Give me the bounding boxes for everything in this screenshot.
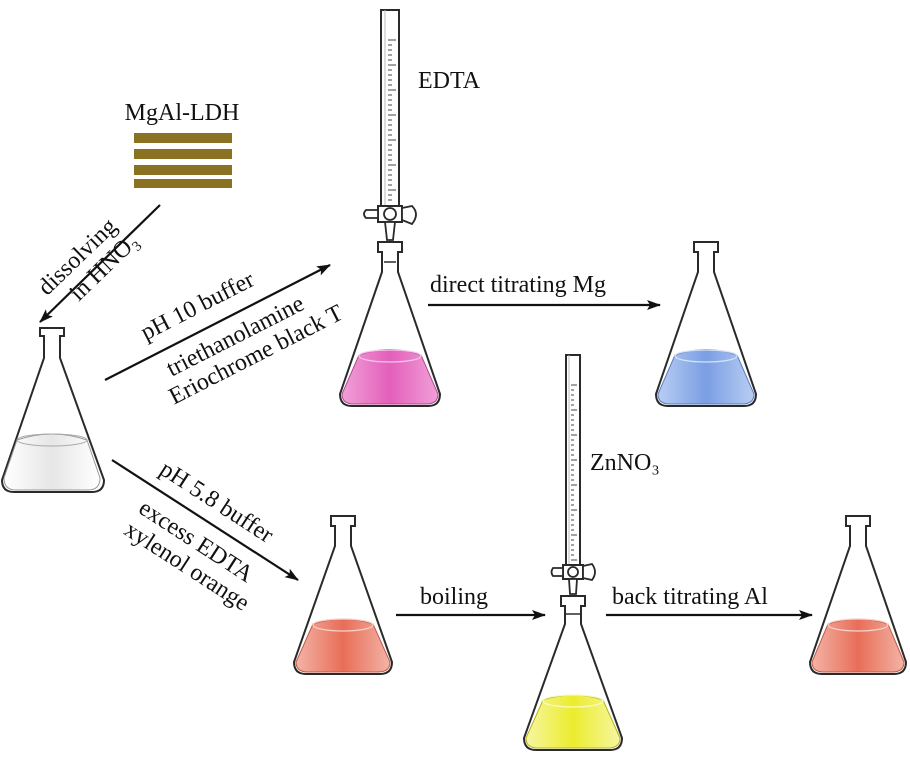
flask-clear-icon <box>0 327 106 493</box>
ldh-layers-icon <box>134 133 232 188</box>
direct-titrating-label: direct titrating Mg <box>430 272 606 298</box>
edta-label: EDTA <box>418 68 481 94</box>
flask-pink-icon <box>338 241 442 407</box>
back-titrating-label: back titrating Al <box>612 584 768 610</box>
boiling-label: boiling <box>420 584 488 610</box>
burette-edta-icon <box>363 9 417 241</box>
ph58-arrow <box>111 459 299 581</box>
flask-orange-icon <box>292 515 394 675</box>
dissolving-arrow <box>39 204 161 323</box>
flask-yellow-icon <box>522 595 624 751</box>
ph10-arrow <box>104 264 331 381</box>
flask-orange-right-icon <box>808 515 908 675</box>
ldh-label: MgAl-LDH <box>125 100 240 126</box>
znno3-label: ZnNO₃ <box>590 450 660 476</box>
burette-znno3-icon <box>550 354 596 595</box>
flask-blue-icon <box>654 241 758 407</box>
